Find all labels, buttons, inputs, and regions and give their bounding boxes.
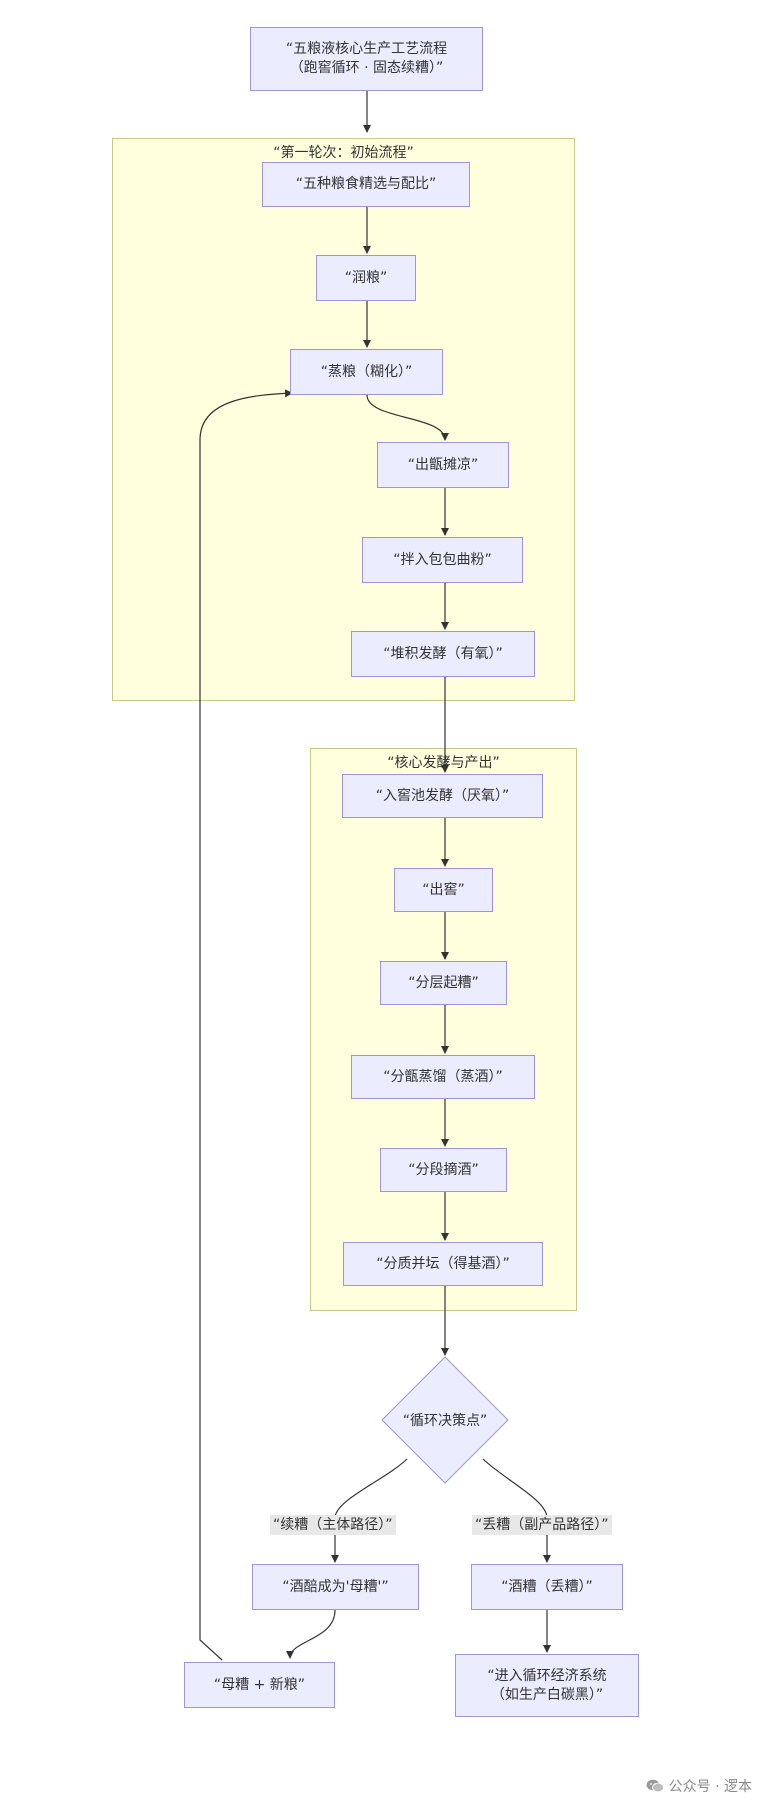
node-steam-grain: “蒸粮（糊化）” xyxy=(290,349,443,395)
edge-decision-to-discard xyxy=(482,1458,551,1563)
watermark-text: 公众号 · 逻本 xyxy=(668,1779,752,1795)
edge-steam-to-cool xyxy=(366,394,449,441)
edge-label-discard: “丢糟（副产品路径）” xyxy=(472,1515,612,1535)
node-cool: “出甑摊凉” xyxy=(377,442,509,488)
edge-mother-to-mix xyxy=(286,1609,336,1659)
cluster-first-round: “第一轮次：初始流程” xyxy=(112,138,575,701)
cluster-first-round-label: “第一轮次：初始流程” xyxy=(273,145,414,161)
node-grain-select: “五种粮食精选与配比” xyxy=(262,162,470,207)
edge-label-continue: “续糟（主体路径）” xyxy=(270,1515,396,1535)
node-layer-lift: “分层起糟” xyxy=(380,961,507,1005)
node-out-pit: “出窖” xyxy=(394,868,493,912)
node-pick-wine: “分段摘酒” xyxy=(380,1148,507,1192)
node-mix-qu: “拌入包包曲粉” xyxy=(362,537,523,583)
node-pile-ferment: “堆积发酵（有氧）” xyxy=(351,631,535,677)
node-grade-jar: “分质并坛（得基酒）” xyxy=(343,1242,543,1286)
node-title: “五粮液核心生产工艺流程 （跑窖循环 · 固态续糟）” xyxy=(250,27,483,91)
node-discard-zao: “酒糟（丢糟）” xyxy=(471,1564,623,1610)
node-mix-new: “母糟 + 新粮” xyxy=(184,1662,335,1708)
node-run-grain: “润粮” xyxy=(316,255,416,301)
cluster-core: “核心发酵与产出” xyxy=(310,748,577,1311)
node-distill: “分甑蒸馏（蒸酒）” xyxy=(351,1055,535,1099)
node-pit-ferment: “入窖池发酵（厌氧）” xyxy=(342,774,543,818)
node-decision: “循环决策点” xyxy=(402,1413,488,1429)
wechat-icon xyxy=(646,1779,664,1793)
edge-mix-back-to-steam xyxy=(199,389,293,1661)
node-circular: “进入循环经济系统 （如生产白碳黑）” xyxy=(455,1654,639,1717)
node-mother-zao: “酒醅成为'母糟'” xyxy=(252,1564,419,1610)
cluster-core-label: “核心发酵与产出” xyxy=(387,755,500,771)
decision-diamond xyxy=(381,1356,509,1484)
watermark: 公众号 · 逻本 xyxy=(646,1776,752,1796)
edge-decision-to-continue xyxy=(331,1458,408,1563)
